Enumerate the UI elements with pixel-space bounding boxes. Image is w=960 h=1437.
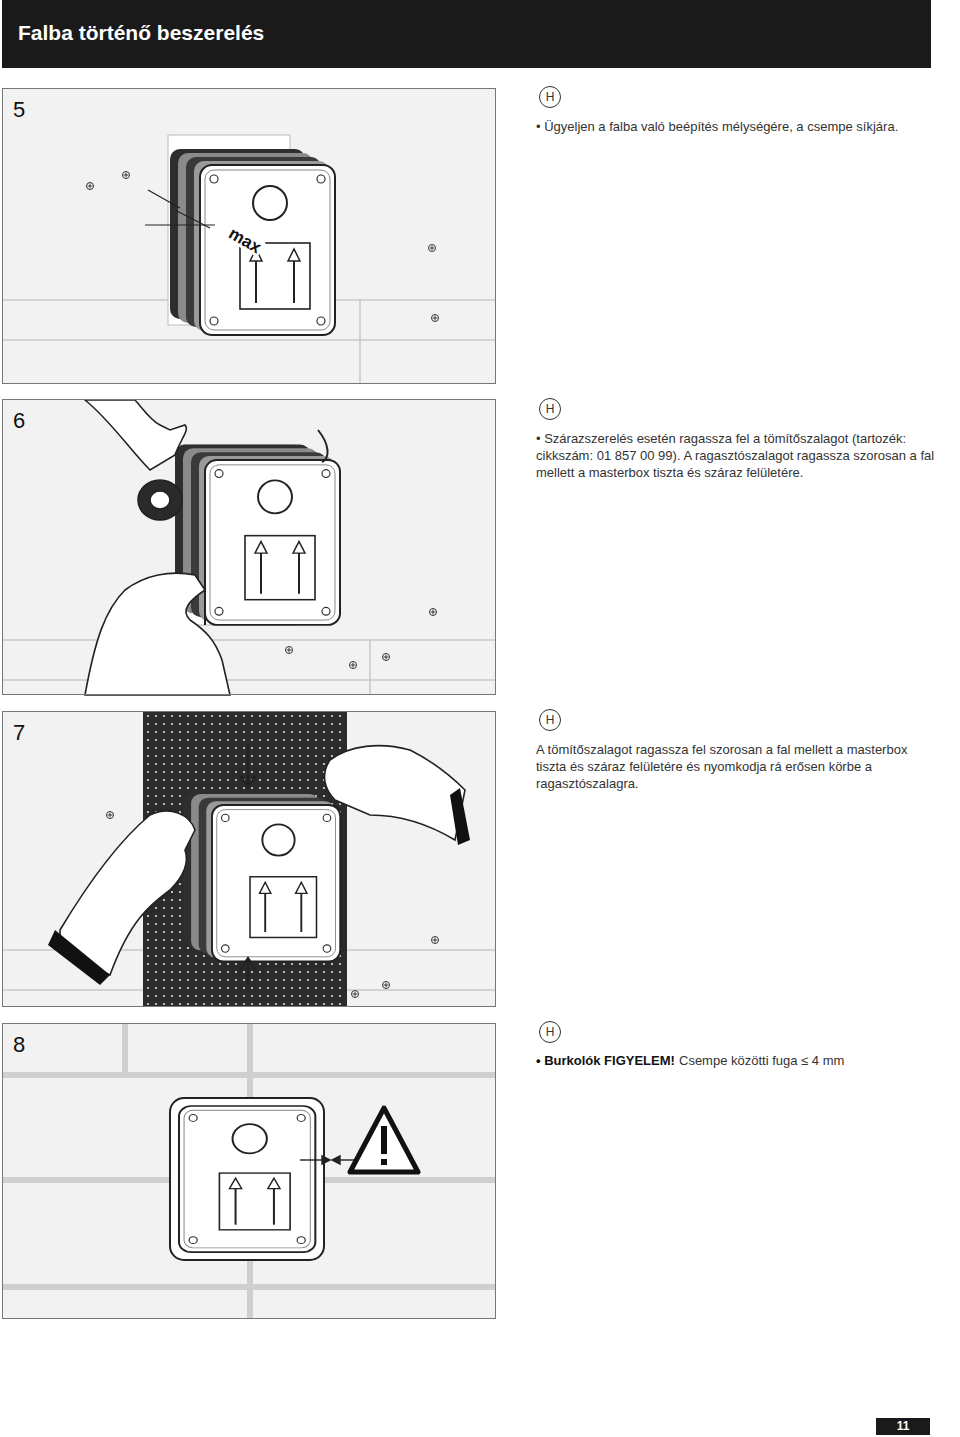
warning-note: • Burkolók FIGYELEM! [536,1052,675,1069]
language-badge: H [539,709,561,731]
step-frame: 6 [2,399,496,695]
page-number: 11 [876,1418,930,1435]
language-badge: H [539,86,561,108]
step-frame: 7 [2,711,496,1007]
step-number: 7 [13,720,25,746]
step-frame: 8 [2,1023,496,1319]
language-badge: H [539,1021,561,1043]
step-number: 8 [13,1032,25,1058]
step-number: 6 [13,408,25,434]
instruction-text: • Ügyeljen a falba való beépítés mélység… [536,118,946,135]
language-badge: H [539,398,561,420]
step-number: 5 [13,97,25,123]
note-text: Csempe közötti fuga ≤ 4 mm [679,1052,844,1069]
instruction-text: A tömítőszalagot ragassza fel szorosan a… [536,741,941,792]
page-title: Falba történő beszerelés [18,20,264,46]
instruction-text: • Szárazszerelés esetén ragassza fel a t… [536,430,954,481]
